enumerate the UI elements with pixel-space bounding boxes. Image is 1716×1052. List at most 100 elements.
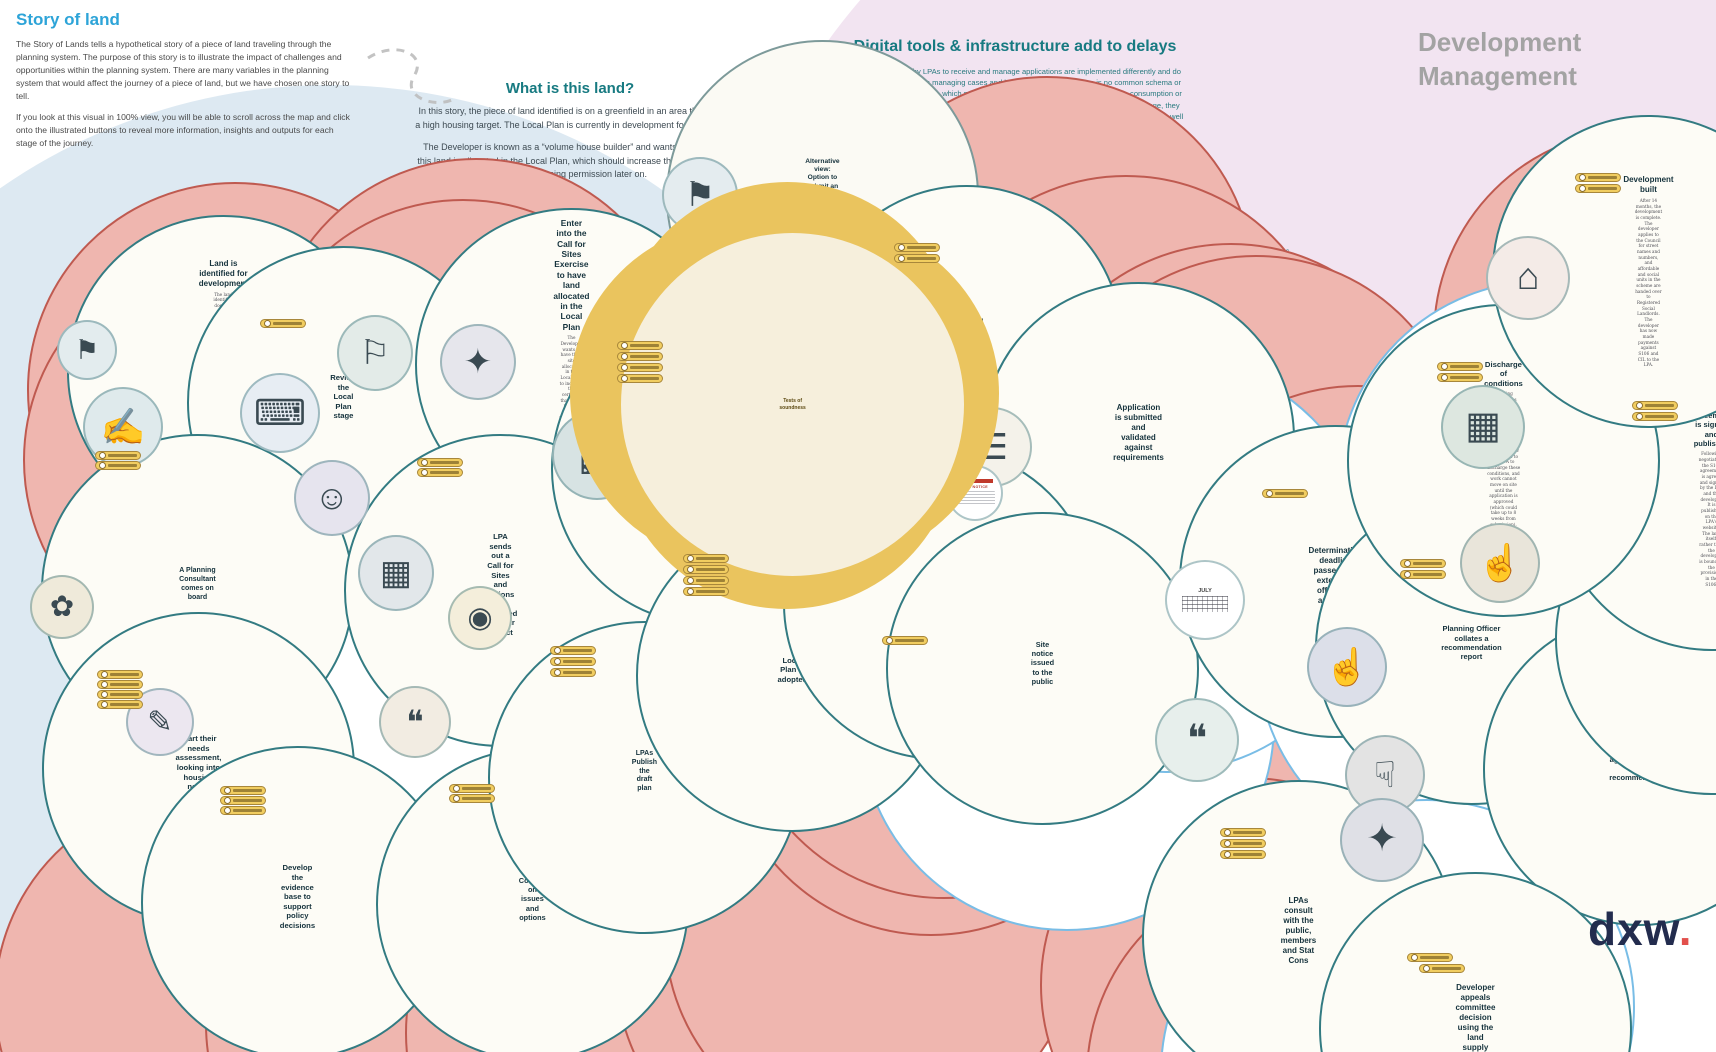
thumb-up-purple-icon[interactable]: ☝ <box>1307 627 1387 707</box>
pill-icon <box>101 680 108 688</box>
site-plan-icon[interactable]: ◉ <box>448 586 512 650</box>
output-pill-button[interactable] <box>417 457 463 467</box>
pill-icon <box>554 668 561 676</box>
output-pill-button[interactable] <box>97 689 143 699</box>
pill-icon <box>554 657 561 665</box>
community-voices-icon[interactable]: ❝ <box>379 686 451 758</box>
output-pill-button[interactable] <box>1437 372 1483 382</box>
output-pill-button[interactable] <box>1575 172 1621 182</box>
output-pill-button[interactable] <box>683 553 729 563</box>
pill-icon <box>1411 953 1418 961</box>
output-pill-button[interactable] <box>550 645 596 655</box>
output-pill-button[interactable] <box>550 667 596 677</box>
output-pill-button[interactable] <box>449 793 495 803</box>
pill-icon <box>421 468 428 476</box>
pill-icon <box>224 796 231 804</box>
output-pill-button[interactable] <box>95 460 141 470</box>
output-pill-button[interactable] <box>617 373 663 383</box>
calendar-icon[interactable]: JULY <box>1165 560 1245 640</box>
node-title: Development built <box>1623 174 1674 194</box>
pill-icon <box>621 352 628 360</box>
output-pill-button[interactable] <box>220 805 266 815</box>
pill-icon <box>1579 173 1586 181</box>
thumb-up-yellow-icon[interactable]: ☝ <box>1460 523 1540 603</box>
sites-map-icon[interactable]: ▦ <box>358 535 434 611</box>
node-site-notice[interactable]: Site notice issued to the public <box>886 512 1199 825</box>
output-pill-button[interactable] <box>1632 411 1678 421</box>
what-land-title: What is this land? <box>505 80 635 97</box>
land-ribbon-icon[interactable]: ⚐ <box>337 315 413 391</box>
consultation-heads-icon[interactable]: ❝ <box>1155 698 1239 782</box>
output-pill-button[interactable] <box>1407 952 1453 962</box>
pill-icon <box>224 786 231 794</box>
pill-icon <box>554 646 561 654</box>
node-title: Application is submitted and validated a… <box>1113 402 1164 462</box>
output-pill-button[interactable] <box>1437 361 1483 371</box>
output-pill-button[interactable] <box>95 450 141 460</box>
built-house-icon[interactable]: ⌂ <box>1486 236 1570 320</box>
node-title: Review the Local Plan stage <box>330 373 357 421</box>
logo-dot: . <box>1678 903 1693 955</box>
pill-icon <box>1404 570 1411 578</box>
needs-garden-icon[interactable]: ✿ <box>30 575 94 639</box>
output-pill-button[interactable] <box>617 340 663 350</box>
pill-icon <box>1636 401 1643 409</box>
stakeholder-group-icon[interactable]: ☺ <box>294 460 370 536</box>
pill-icon <box>101 690 108 698</box>
node-title: Planning Officer collates a recommendati… <box>1441 624 1502 662</box>
output-pill-button[interactable] <box>220 785 266 795</box>
output-pill-button[interactable] <box>683 575 729 585</box>
output-pill-button[interactable] <box>220 795 266 805</box>
output-pill-button[interactable] <box>1220 827 1266 837</box>
output-pill-button[interactable] <box>97 699 143 709</box>
output-pill-button[interactable] <box>1400 569 1446 579</box>
output-pill-button[interactable] <box>1575 183 1621 193</box>
node-title: Developer appeals committee decision usi… <box>1455 982 1496 1052</box>
pill-icon <box>1579 184 1586 192</box>
evidence-thinker-icon[interactable]: ✎ <box>126 688 194 756</box>
soundness-center-circle: Tests of soundness <box>621 233 965 577</box>
officer-laptop-icon[interactable]: ⌨ <box>240 373 320 453</box>
pill-icon <box>687 576 694 584</box>
output-pill-button[interactable] <box>417 467 463 477</box>
output-pill-button[interactable] <box>894 242 940 252</box>
pill-icon <box>621 363 628 371</box>
output-pill-button[interactable] <box>683 586 729 596</box>
pill-icon <box>101 700 108 708</box>
output-pill-button[interactable] <box>1419 963 1465 973</box>
allocation-ideas-icon[interactable]: ✦ <box>440 324 516 400</box>
pill-icon <box>421 458 428 466</box>
pill-icon <box>101 670 108 678</box>
output-pill-button[interactable] <box>1262 488 1308 498</box>
output-pill-button[interactable] <box>617 351 663 361</box>
node-title: LPAs Publish the draft plan <box>631 750 658 793</box>
story-intro-section: Story of land The Story of Lands tells a… <box>16 10 354 159</box>
node-title: Develop the evidence base to support pol… <box>279 863 316 930</box>
decision-map-icon[interactable]: ✦ <box>1340 798 1424 882</box>
output-pill-button[interactable] <box>1220 849 1266 859</box>
output-pill-button[interactable] <box>882 635 928 645</box>
output-pill-button[interactable] <box>550 656 596 666</box>
pill-icon <box>1423 964 1430 972</box>
pill-icon <box>224 806 231 814</box>
story-paragraph-2: If you look at this visual in 100% view,… <box>16 112 350 149</box>
output-pill-button[interactable] <box>1400 558 1446 568</box>
region-label-development-management: Development Management <box>1418 27 1582 91</box>
output-pill-button[interactable] <box>894 253 940 263</box>
what-land-paragraph-2: The Developer is known as a “volume hous… <box>417 142 723 179</box>
output-pill-button[interactable] <box>449 783 495 793</box>
node-body: After 14 months, the development is comp… <box>1634 197 1663 368</box>
output-pill-button[interactable] <box>97 669 143 679</box>
output-pill-button[interactable] <box>617 362 663 372</box>
output-pill-button[interactable] <box>1632 400 1678 410</box>
node-title: Enter into the Call for Sites Exercise t… <box>553 217 590 332</box>
output-pill-button[interactable] <box>683 564 729 574</box>
output-pill-button[interactable] <box>260 318 306 328</box>
s106-site-icon[interactable]: ▦ <box>1441 385 1525 469</box>
pill-icon <box>621 374 628 382</box>
output-pill-button[interactable] <box>1220 838 1266 848</box>
pill-icon <box>453 784 460 792</box>
site-map-pin-icon[interactable]: ⚑ <box>57 320 117 380</box>
output-pill-button[interactable] <box>97 679 143 689</box>
